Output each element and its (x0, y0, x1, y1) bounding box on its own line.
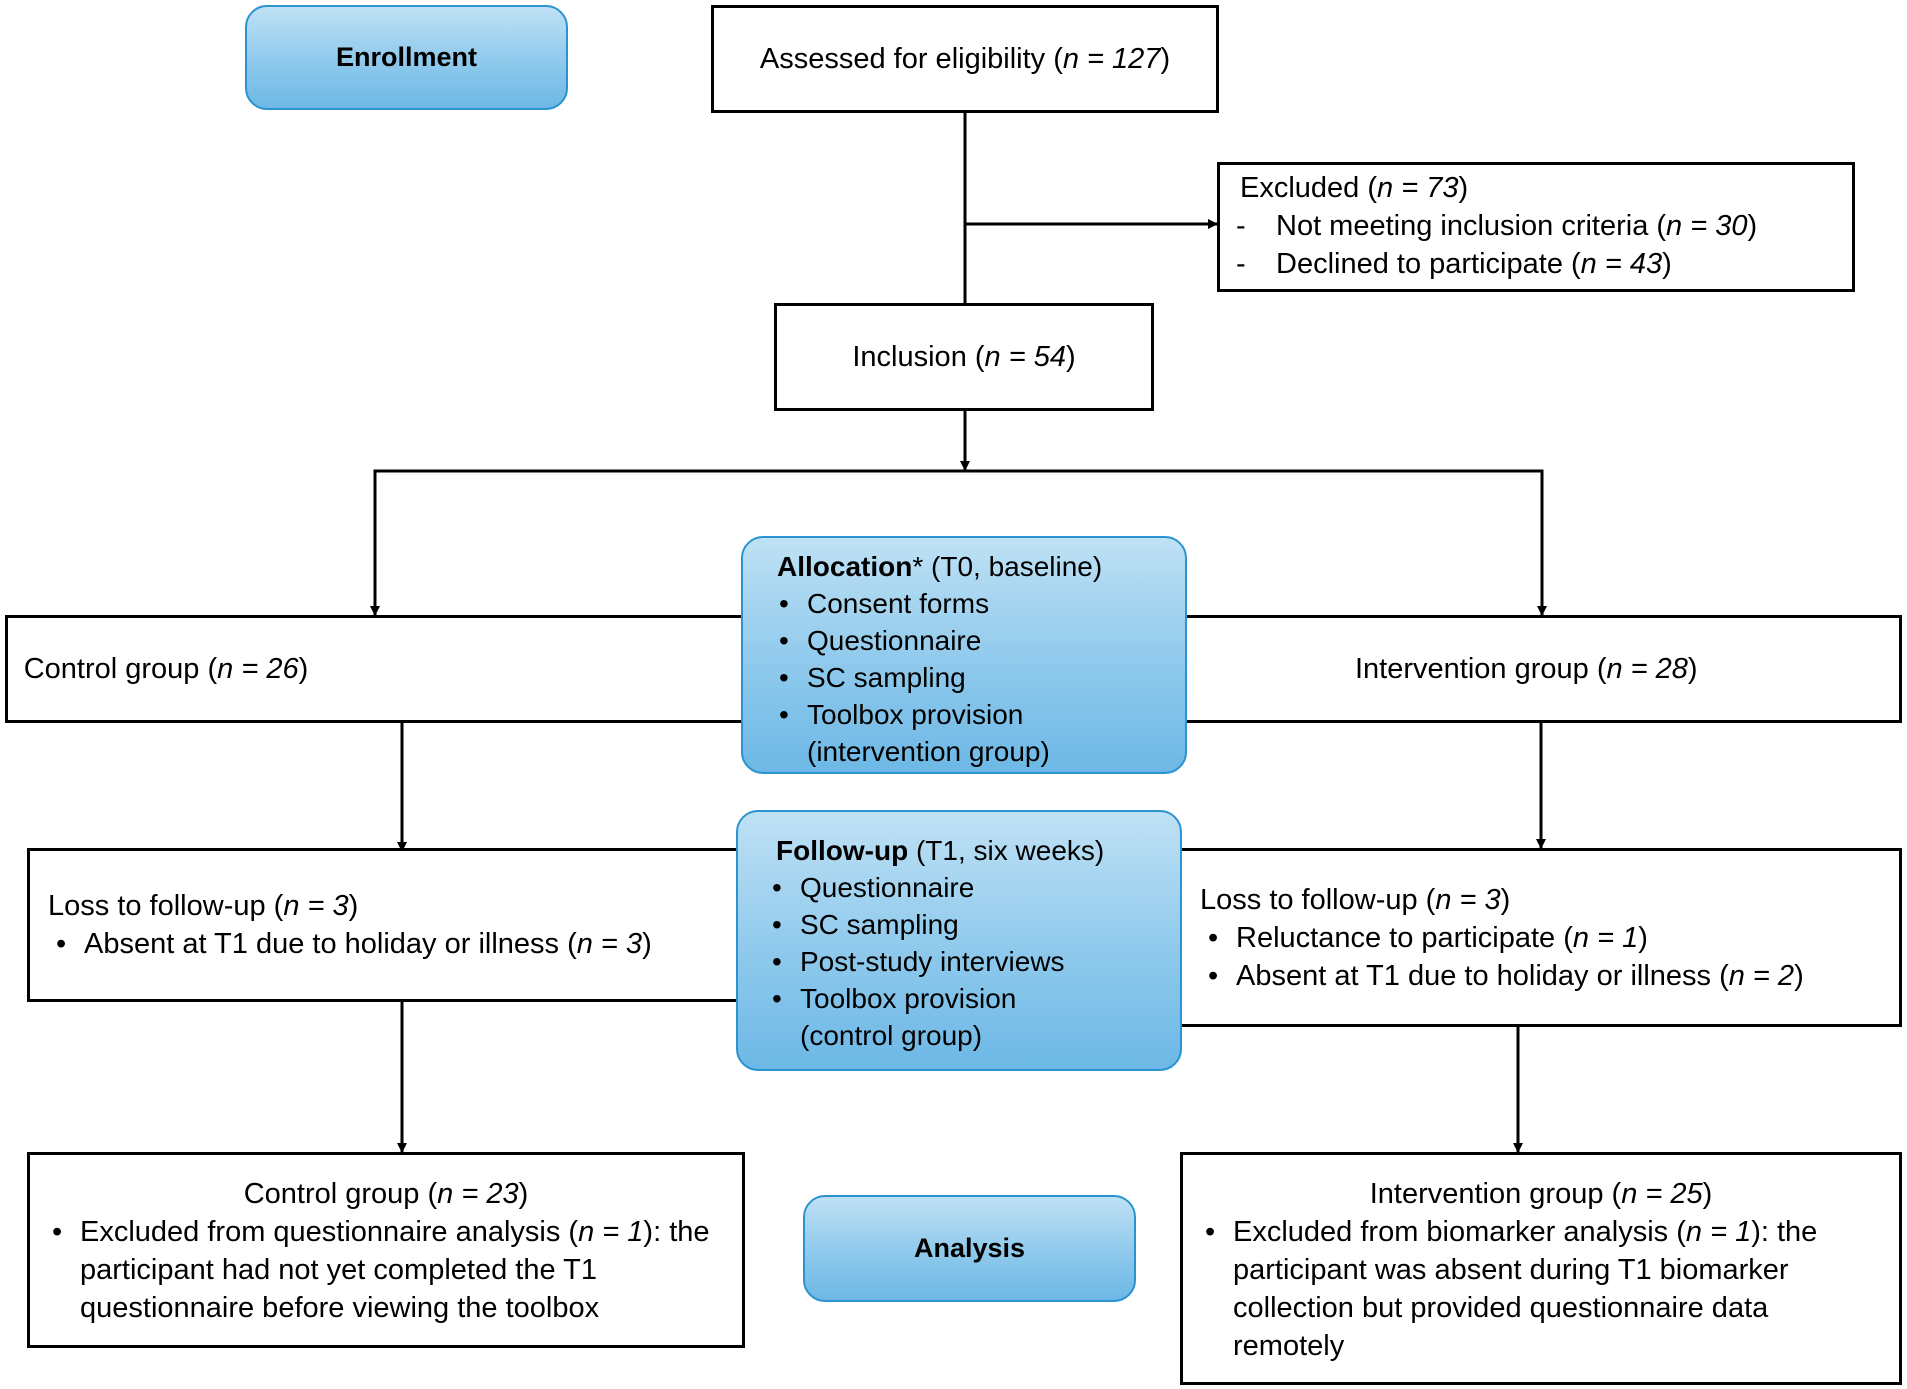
control-loss-title: Loss to follow-up (n = 3) (48, 890, 359, 922)
assessed-box: Assessed for eligibility (n = 127) (711, 5, 1219, 113)
intervention-analysis-exclusion-note: Excluded from biomarker analysis (n = 1)… (1197, 1213, 1885, 1365)
followup-item-toolbox: Toolbox provision (764, 980, 1180, 1017)
intervention-loss-item-absent: Absent at T1 due to holiday or illness (… (1200, 957, 1899, 995)
inclusion-text: Inclusion (n = 54) (852, 341, 1076, 373)
inclusion-box: Inclusion (n = 54) (774, 303, 1154, 411)
control-loss-box: Loss to follow-up (n = 3) Absent at T1 d… (27, 848, 755, 1002)
allocation-title: Allocation* (T0, baseline) (777, 551, 1103, 582)
intervention-analysis-box: Intervention group (n = 25) Excluded fro… (1180, 1152, 1902, 1385)
followup-item-interviews: Post-study interviews (764, 943, 1180, 980)
intervention-loss-item-reluctance: Reluctance to participate (n = 1) (1200, 919, 1899, 957)
allocation-item-questionnaire: Questionnaire (771, 622, 1185, 659)
control-analysis-title: Control group (n = 23) (243, 1178, 529, 1210)
control-group-box: Control group (n = 26) (5, 615, 755, 723)
followup-title: Follow-up (T1, six weeks) (776, 835, 1105, 866)
allocation-item-consent: Consent forms (771, 585, 1185, 622)
followup-item-toolbox-continuation: (control group) (800, 1020, 983, 1051)
excluded-item-not-meeting: Not meeting inclusion criteria (n = 30) (1220, 207, 1852, 245)
allocation-item-toolbox: Toolbox provision (771, 696, 1185, 733)
control-analysis-exclusion-note: Excluded from questionnaire analysis (n … (44, 1213, 728, 1327)
intervention-loss-title: Loss to follow-up (n = 3) (1200, 884, 1511, 916)
excluded-item-declined: Declined to participate (n = 43) (1220, 245, 1852, 283)
followup-item-sc-sampling: SC sampling (764, 906, 1180, 943)
control-analysis-box: Control group (n = 23) Excluded from que… (27, 1152, 745, 1348)
intervention-group-box: Intervention group (n = 28) (1180, 615, 1902, 723)
split-bar (373, 469, 1544, 615)
intervention-loss-box: Loss to follow-up (n = 3) Reluctance to … (1170, 848, 1902, 1027)
allocation-stage-box: Allocation* (T0, baseline) Consent forms… (741, 536, 1187, 774)
control-loss-item-absent: Absent at T1 due to holiday or illness (… (48, 925, 752, 963)
enrollment-stage-label: Enrollment (245, 5, 568, 110)
allocation-item-sc-sampling: SC sampling (771, 659, 1185, 696)
excluded-box: Excluded (n = 73) Not meeting inclusion … (1217, 162, 1855, 292)
assessed-text: Assessed for eligibility (n = 127) (759, 43, 1171, 75)
control-group-text: Control group (n = 26) (23, 653, 309, 685)
intervention-analysis-title: Intervention group (n = 25) (1369, 1178, 1713, 1210)
allocation-item-toolbox-continuation: (intervention group) (807, 736, 1050, 767)
intervention-group-text: Intervention group (n = 28) (1355, 653, 1698, 685)
analysis-stage-label: Analysis (803, 1195, 1136, 1302)
followup-item-questionnaire: Questionnaire (764, 869, 1180, 906)
followup-stage-box: Follow-up (T1, six weeks) Questionnaire … (736, 810, 1182, 1071)
excluded-title: Excluded (n = 73) (1240, 172, 1469, 204)
